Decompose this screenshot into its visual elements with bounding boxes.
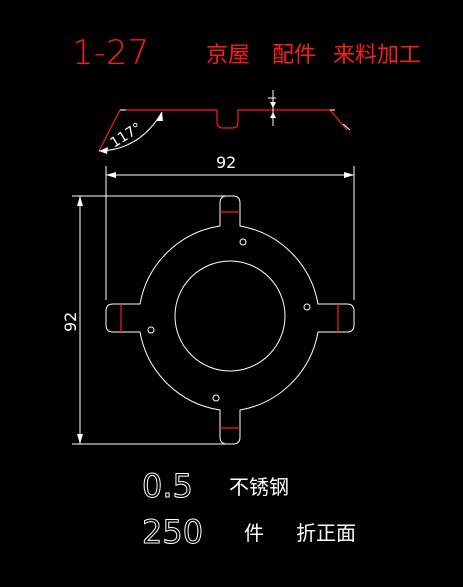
small-hole	[303, 303, 311, 311]
part-number: 1-27	[72, 33, 149, 73]
width-dimension: 92	[105, 153, 355, 300]
side-profile: 117°	[98, 90, 351, 154]
width-label: 92	[216, 153, 236, 172]
flat-part	[105, 195, 355, 445]
small-hole	[239, 238, 247, 246]
material-label: 不锈钢	[229, 475, 289, 499]
height-dimension: 92	[61, 195, 226, 445]
height-label: 92	[61, 312, 80, 332]
quantity-unit: 件	[244, 521, 264, 545]
quantity-value: 250	[142, 513, 203, 551]
small-hole	[212, 394, 220, 402]
process-name: 来料加工	[333, 43, 421, 68]
bend-note: 折正面	[296, 521, 356, 545]
item-name: 配件	[272, 43, 316, 68]
thickness-marker	[268, 90, 276, 126]
customer-name: 京屋	[206, 43, 250, 68]
bend-angle-label: 117°	[108, 120, 145, 151]
center-hole	[174, 260, 286, 372]
thickness-value: 0.5	[142, 467, 193, 505]
small-hole	[147, 326, 155, 334]
